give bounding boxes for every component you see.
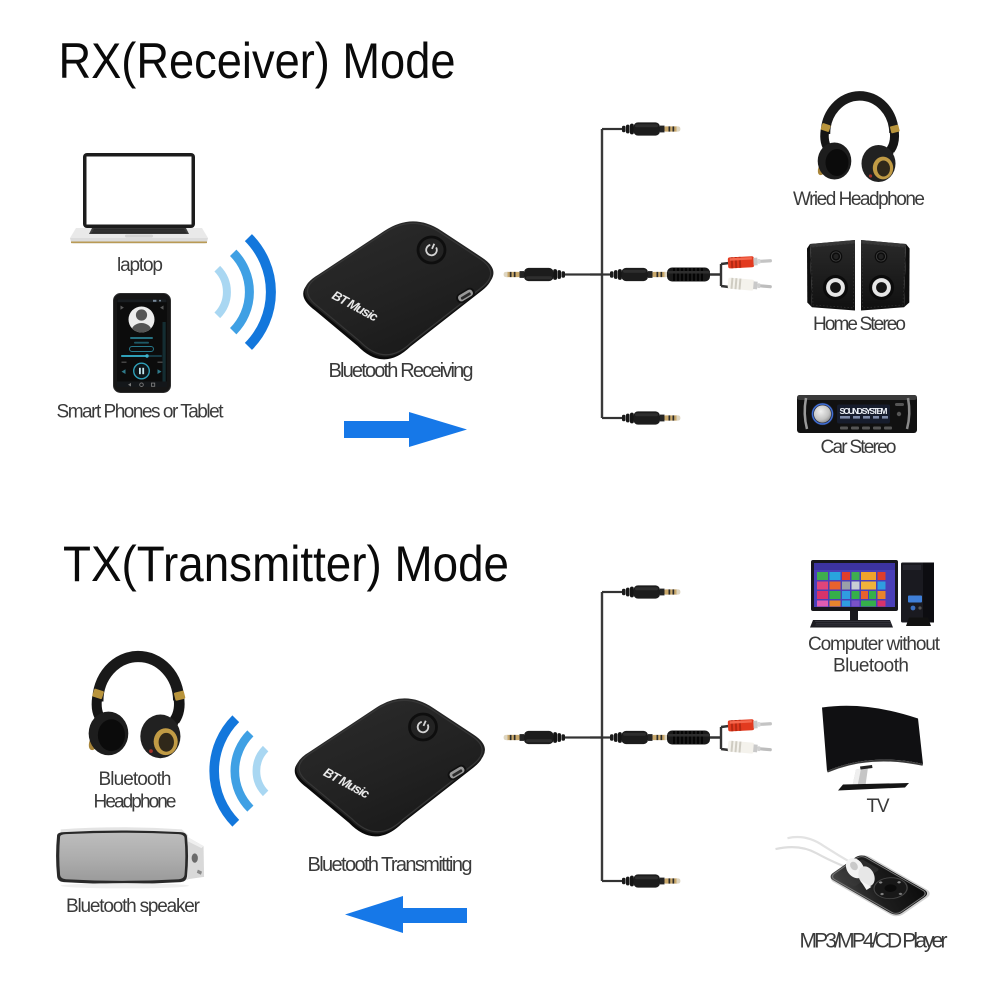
svg-text:Bluetooth Transmitting: Bluetooth Transmitting [308,854,473,876]
svg-text:TV: TV [867,796,890,817]
svg-text:Car Stereo: Car Stereo [821,437,897,458]
svg-text:Headphone: Headphone [94,792,177,813]
svg-text:MP3/MP4/CD Player: MP3/MP4/CD Player [800,930,948,953]
svg-text:Home Stereo: Home Stereo [813,314,906,335]
svg-text:TX(Transmitter) Mode: TX(Transmitter) Mode [63,536,509,592]
svg-text:RX(Receiver) Mode: RX(Receiver) Mode [59,33,456,89]
svg-text:Smart Phones or Tablet: Smart Phones or Tablet [57,402,225,423]
svg-text:Computer without: Computer without [808,634,941,655]
svg-text:Bluetooth speaker: Bluetooth speaker [66,896,201,917]
svg-text:Bluetooth: Bluetooth [833,656,909,677]
svg-text:laptop: laptop [117,255,163,276]
svg-text:Bluetooth Receiving: Bluetooth Receiving [329,360,474,382]
svg-text:Bluetooth: Bluetooth [99,769,172,790]
svg-text:Wried Headphone: Wried Headphone [793,189,925,210]
svg-text:SOUND SYSTEM: SOUND SYSTEM [840,406,888,416]
